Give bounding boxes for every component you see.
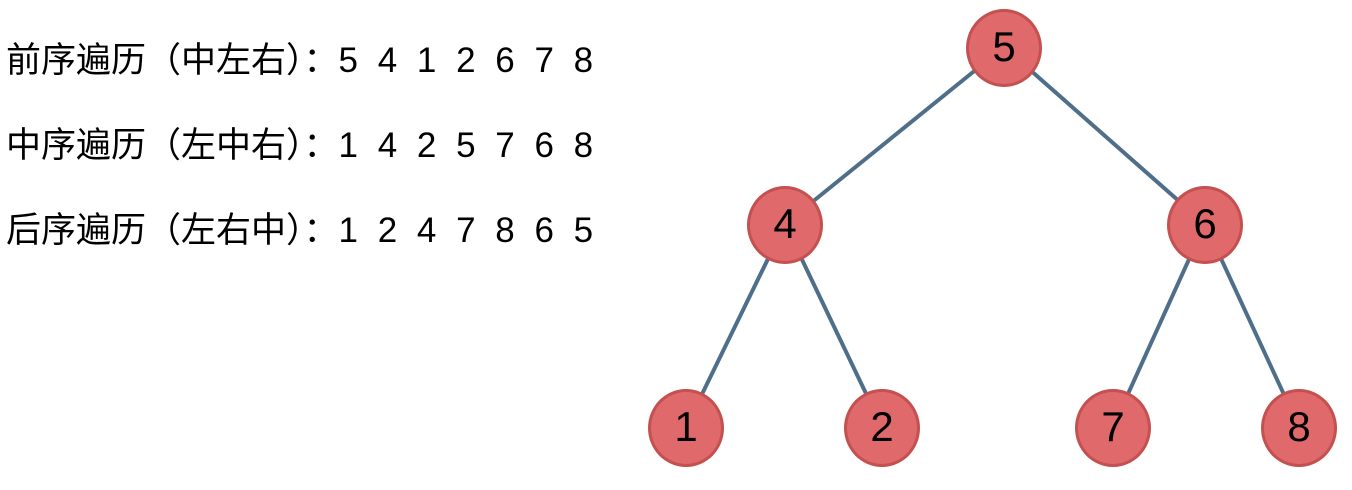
traversal-sequence-preorder: 5 4 1 2 6 7 8 — [338, 41, 599, 80]
traversal-line-preorder: 前序遍历（中左右）：5 4 1 2 6 7 8 — [6, 18, 706, 103]
traversal-list: 前序遍历（中左右）：5 4 1 2 6 7 8 中序遍历（左中右）：1 4 2 … — [6, 18, 706, 273]
tree-node-label-4: 4 — [773, 200, 797, 247]
tree-node-label-5: 5 — [992, 23, 1016, 70]
tree-edge-5-6 — [1029, 68, 1180, 203]
traversal-sequence-postorder: 1 2 4 7 8 6 5 — [338, 211, 599, 250]
tree-node-5[interactable]: 5 — [966, 9, 1042, 87]
tree-node-8[interactable]: 8 — [1261, 389, 1337, 467]
traversal-label-inorder: 中序遍历（左中右）： — [6, 126, 339, 165]
tree-node-label-2: 2 — [870, 403, 894, 450]
tree-edge-5-4 — [810, 67, 979, 204]
tree-node-label-6: 6 — [1193, 200, 1217, 247]
tree-edge-4-1 — [699, 254, 772, 397]
traversal-label-postorder: 后序遍历（左右中）： — [6, 211, 339, 250]
tree-node-1[interactable]: 1 — [648, 389, 724, 467]
tree-edge-6-8 — [1218, 254, 1286, 397]
tree-node-label-1: 1 — [674, 403, 698, 450]
traversal-line-inorder: 中序遍历（左中右）：1 4 2 5 7 6 8 — [6, 103, 706, 188]
tree-node-4[interactable]: 4 — [747, 186, 823, 264]
tree-node-7[interactable]: 7 — [1075, 389, 1151, 467]
tree-node-label-8: 8 — [1287, 403, 1311, 450]
tree-edge-4-2 — [798, 254, 869, 397]
tree-edge-6-7 — [1125, 254, 1193, 397]
traversal-label-preorder: 前序遍历（中左右）： — [6, 41, 339, 80]
tree-node-label-7: 7 — [1101, 403, 1125, 450]
traversal-sequence-inorder: 1 4 2 5 7 6 8 — [338, 126, 599, 165]
tree-node-2[interactable]: 2 — [844, 389, 920, 467]
traversal-line-postorder: 后序遍历（左右中）：1 2 4 7 8 6 5 — [6, 188, 706, 273]
tree-node-6[interactable]: 6 — [1167, 186, 1243, 264]
